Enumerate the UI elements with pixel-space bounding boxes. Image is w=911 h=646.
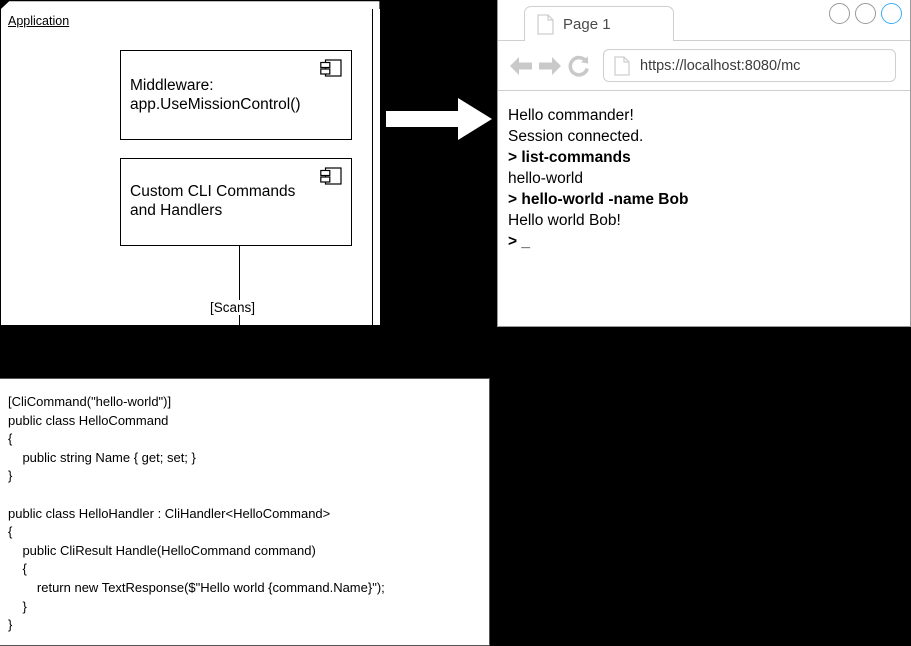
browser-window: Page 1 [497, 0, 911, 327]
terminal-line: > hello-world -name Bob [508, 191, 689, 208]
url-bar[interactable]: https://localhost:8080/mc [603, 49, 896, 82]
uml-component-icon [320, 167, 342, 185]
back-button[interactable] [508, 53, 534, 79]
url-text: https://localhost:8080/mc [640, 57, 801, 74]
uml-component-icon [320, 59, 342, 77]
flow-arrow [386, 97, 493, 141]
terminal-line: Hello world Bob! [508, 212, 621, 229]
terminal-line: > _ [508, 233, 530, 250]
terminal-line: > list-commands [508, 149, 631, 166]
cli-commands-component-label: Custom CLI Commands and Handlers [130, 183, 296, 219]
reload-button[interactable] [566, 53, 592, 79]
back-arrow-icon [510, 56, 532, 75]
package-title: Application [8, 14, 70, 28]
tab-title: Page 1 [563, 16, 611, 33]
terminal-line: hello-world [508, 170, 583, 187]
forward-button[interactable] [537, 53, 563, 79]
reload-icon [568, 55, 589, 77]
maximize-button[interactable] [855, 3, 876, 24]
code-line: } [8, 468, 13, 484]
tab-page-1[interactable]: Page 1 [524, 6, 674, 42]
package-fold-corner-icon [0, 0, 381, 10]
code-line: } [8, 598, 27, 614]
middleware-component-label: Middleware: app.UseMissionControl() [130, 77, 301, 113]
code-line: public CliResult Handle(HelloCommand com… [8, 542, 316, 558]
browser-tabstrip: Page 1 [498, 0, 910, 42]
browser-navbar: https://localhost:8080/mc [498, 41, 910, 91]
forward-arrow-icon [539, 56, 561, 75]
code-line: [CliCommand("hello-world")] [8, 394, 172, 409]
code-line: return new TextResponse($"Hello world {c… [8, 579, 385, 595]
code-line [8, 486, 489, 505]
page-document-icon [614, 55, 630, 76]
middleware-component[interactable]: Middleware: app.UseMissionControl() [120, 50, 352, 140]
terminal-line: Hello commander! [508, 107, 634, 124]
code-line: } [8, 617, 13, 633]
page-document-icon [537, 14, 554, 35]
close-button[interactable] [881, 3, 902, 24]
code-line: { [8, 524, 13, 540]
minimize-button[interactable] [829, 3, 850, 24]
cli-commands-component[interactable]: Custom CLI Commands and Handlers [120, 158, 352, 246]
browser-viewport: Hello commander! Session connected. > li… [498, 91, 910, 325]
window-controls [829, 3, 902, 24]
code-line: public string Name { get; set; } [8, 449, 196, 465]
terminal-line: Session connected. [508, 128, 644, 145]
uml-package-application: Application Middleware: app.UseMissionCo… [0, 0, 381, 326]
code-line: { [8, 561, 27, 577]
scans-connector-label: [Scans] [207, 300, 259, 315]
code-panel: [CliCommand("hello-world")] public class… [0, 378, 490, 646]
scans-connector-line [239, 246, 241, 325]
code-line: public class HelloCommand [8, 412, 169, 428]
code-line: { [8, 431, 13, 447]
right-arrow-icon [386, 98, 492, 140]
code-line: public class HelloHandler : CliHandler<H… [8, 505, 331, 521]
